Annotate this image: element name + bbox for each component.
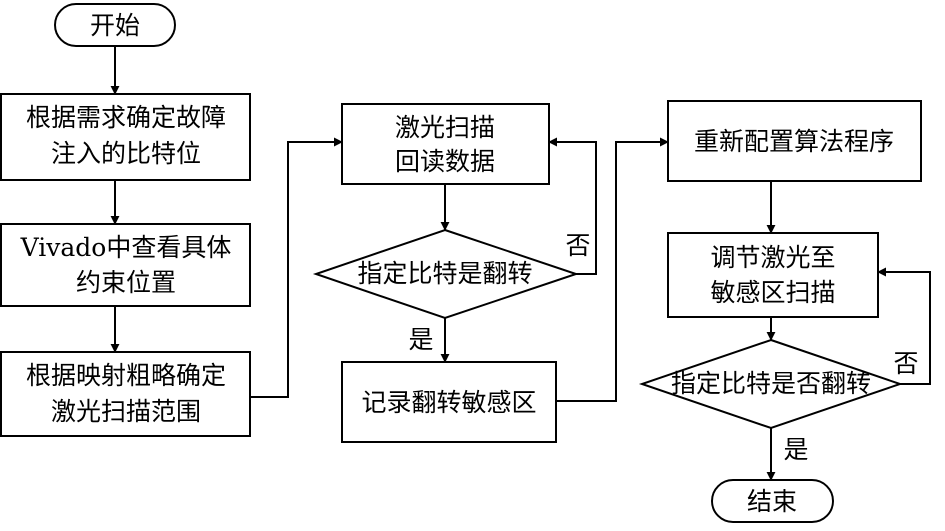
col3-no-loop-arrow <box>877 267 931 385</box>
col2-step1-line2: 回读数据 <box>395 147 495 176</box>
col1-step1-line1: 根据需求确定故障 <box>26 103 226 132</box>
end-label: 结束 <box>747 487 797 516</box>
col3-yes-label: 是 <box>783 435 808 464</box>
col3-step1-label: 重新配置算法程序 <box>694 127 894 156</box>
col3-no-label: 否 <box>893 349 918 378</box>
connector-col1-to-col2 <box>250 137 343 398</box>
col1-step2-box <box>0 223 251 307</box>
start-label: 开始 <box>90 11 140 40</box>
col3-step2-box <box>667 232 879 318</box>
connector-col2-to-col3 <box>556 137 669 402</box>
col1-step3-box <box>0 351 251 437</box>
col3-step1-box <box>667 100 922 182</box>
col1-step1-line2: 注入的比特位 <box>51 139 201 168</box>
col2-yes-label: 是 <box>408 325 433 354</box>
col1-step2-line1: Vivado中查看具体 <box>20 233 232 262</box>
col2-record-label: 记录翻转敏感区 <box>361 388 536 417</box>
col1-step3-line1: 根据映射粗略确定 <box>26 361 226 390</box>
col1-step1-box <box>0 93 251 181</box>
col1-step2-line2: 约束位置 <box>76 268 176 297</box>
col3-step2-line1: 调节激光至 <box>710 243 835 272</box>
col2-decision-label: 指定比特是翻转 <box>357 259 532 288</box>
col2-step1-line1: 激光扫描 <box>395 113 495 142</box>
col2-record-box <box>341 361 557 443</box>
col2-no-loop-arrow <box>548 137 597 275</box>
col3-decision-label: 指定比特是否翻转 <box>671 369 871 398</box>
col3-step2-line2: 敏感区扫描 <box>710 278 835 307</box>
col1-step3-line2: 激光扫描范围 <box>51 397 201 426</box>
col2-no-label: 否 <box>565 231 590 260</box>
end-terminal <box>711 479 834 523</box>
col2-step1-box <box>341 103 550 185</box>
